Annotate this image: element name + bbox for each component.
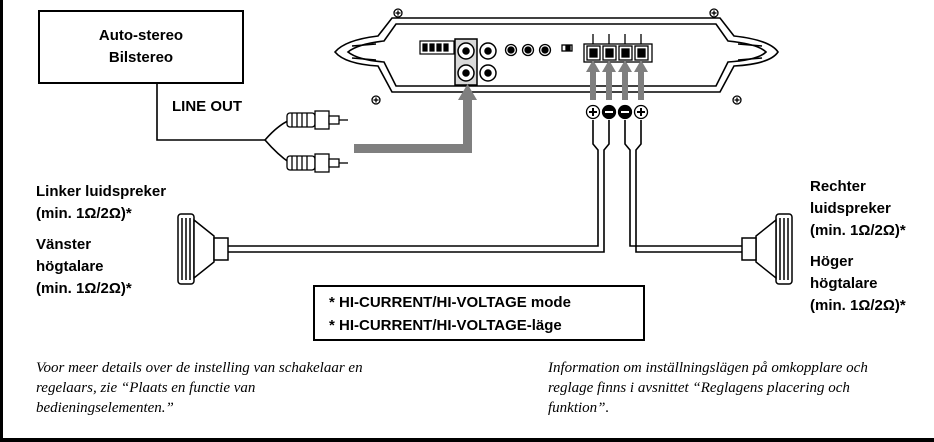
right-speaker-impedance-nl: (min. 1Ω/2Ω)*: [810, 222, 906, 239]
right-speaker-label-nl-2: luidspreker: [810, 200, 891, 217]
mode-note-box: * HI-CURRENT/HI-VOLTAGE mode * HI-CURREN…: [313, 285, 645, 341]
footnote-left-line-1: Voor meer details over de instelling van…: [36, 360, 363, 376]
right-speaker-impedance-sv: (min. 1Ω/2Ω)*: [810, 297, 906, 314]
right-speaker-label-sv-2: högtalare: [810, 275, 878, 292]
amp-rca-inputs: [454, 38, 497, 86]
speaker-wires: [232, 120, 758, 253]
rca-plug-2: [286, 153, 348, 173]
left-speaker-label-sv-1: Vänster: [36, 236, 92, 253]
line-out-label: LINE OUT: [172, 98, 242, 115]
source-unit-label-sv: Bilstereo: [108, 49, 174, 66]
left-speaker-icon: [177, 213, 232, 285]
frame-left-rule: [0, 0, 3, 442]
footnote-right-line-1: Information om inställningslägen på omko…: [548, 360, 868, 376]
amplifier: [333, 17, 779, 93]
left-speaker-label-nl: Linker luidspreker: [36, 183, 167, 200]
frame-bottom-rule: [0, 438, 934, 442]
input-connector-block: [419, 40, 455, 55]
source-unit-box: Auto-stereo Bilstereo: [38, 10, 244, 84]
terminal-arrows: [586, 60, 648, 100]
left-speaker-impedance-sv: (min. 1Ω/2Ω)*: [36, 280, 132, 297]
footnote-left-line-2: regelaars, zie “Plaats en functie van: [36, 380, 256, 396]
footnote-right-line-3: funktion”.: [548, 400, 610, 416]
left-speaker-label-sv-2: högtalare: [36, 258, 104, 275]
right-speaker-icon: [741, 213, 793, 285]
amp-control-knobs: [504, 43, 573, 57]
terminal-signs: [585, 104, 649, 120]
mode-note-sv: * HI-CURRENT/HI-VOLTAGE-läge: [329, 317, 562, 334]
footnote-left-line-3: bedieningselementen.”: [36, 400, 174, 416]
footnote-right-line-2: reglage finns i avsnittet “Reglagens pla…: [548, 380, 850, 396]
left-speaker-impedance-nl: (min. 1Ω/2Ω)*: [36, 205, 132, 222]
right-speaker-label-nl-1: Rechter: [810, 178, 866, 195]
rca-input-arrow: [354, 84, 477, 153]
right-speaker-label-sv-1: Höger: [810, 253, 854, 270]
mode-note-nl: * HI-CURRENT/HI-VOLTAGE mode: [329, 294, 571, 311]
rca-plug-1: [286, 110, 348, 130]
amplifier-screws: [371, 8, 742, 105]
amp-speaker-terminals: [583, 34, 653, 63]
source-unit-label-nl: Auto-stereo: [98, 27, 184, 44]
